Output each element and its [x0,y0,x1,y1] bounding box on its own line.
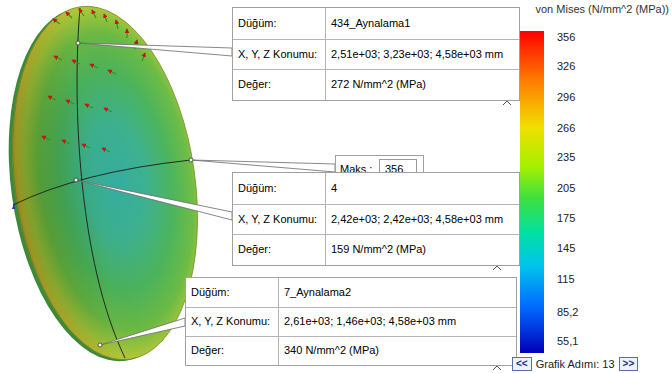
scale-value: 145 [557,241,575,255]
load-arrow [104,14,107,22]
load-arrow [85,104,93,108]
probe-points [74,41,193,347]
scale-value: 326 [557,59,575,73]
field-value: 272 N/mm^2 (MPa) [331,69,426,100]
load-arrow [66,12,72,18]
section-line [77,8,125,358]
field-value: 2,51e+03; 3,23e+03; 4,58e+03 mm [331,39,503,70]
field-name: X, Y, Z Konumu: [191,307,270,336]
load-arrow [104,108,112,112]
scale-value: 55,1 [557,334,578,348]
probe-callout: Düğüm: 7_Aynalama2 X, Y, Z Konumu: 2,61e+03… [185,277,517,366]
field-name: Düğüm: [191,278,230,307]
scale-value: 85,2 [557,305,578,319]
legend-title: von Mises (N/mm^2 (MPa)) [535,2,669,16]
step-button: >> [619,357,639,371]
collapse-caret [493,366,501,370]
step-label: Grafik Adımı: 13 [536,357,615,371]
load-arrow [92,10,96,18]
probe-point [98,343,102,347]
load-arrow [116,20,118,29]
load-arrow [126,29,127,38]
field-name: Değer: [238,234,271,265]
field-value: 340 N/mm^2 (MPa) [284,336,379,365]
load-arrow [66,100,74,104]
probe-point [189,158,193,162]
leader-line [191,160,335,172]
scale-value: 205 [557,181,575,195]
scale-value: 296 [557,90,575,104]
load-arrow [54,56,62,60]
scale-value: 115 [557,272,575,286]
load-arrow [42,136,50,140]
cell-divider [233,204,519,205]
field-value: 7_Aynalama2 [284,278,351,307]
scale-value: 235 [557,150,575,164]
field-value: 2,42e+03; 2,42e+03; 4,58e+03 mm [331,204,503,235]
cell-divider [186,336,516,337]
probe-callout: Düğüm: 4 X, Y, Z Konumu: 2,42e+03; 2,42e+03… [232,172,520,266]
load-arrow [108,70,116,74]
field-name: Değer: [238,69,271,100]
field-name: Düğüm: [238,173,277,204]
cell-divider [233,39,519,40]
load-arrows [42,9,145,152]
probe-point [76,41,80,45]
cell-divider [278,278,279,365]
probe-point [74,178,78,182]
field-name: X, Y, Z Konumu: [238,39,317,70]
cell-divider [325,173,326,265]
scale-value: 266 [557,121,575,135]
cell-divider [325,8,326,100]
probe-callout: Düğüm: 434_Aynalama1 X, Y, Z Konumu: 2,51e+… [232,7,520,101]
load-arrow [102,148,110,152]
load-arrow [72,60,80,64]
field-name: Düğüm: [238,8,277,39]
load-arrow [48,96,56,100]
field-name: Değer: [191,336,224,365]
load-arrow [82,144,90,148]
cell-divider [233,69,519,70]
cell-divider [186,307,516,308]
field-name: X, Y, Z Konumu: [238,204,317,235]
collapse-caret [503,101,511,105]
load-arrow [90,64,98,68]
field-value: 434_Aynalama1 [331,8,410,39]
cell-divider [233,234,519,235]
field-value: 4 [331,173,337,204]
field-value: 2,61e+03; 1,46e+03; 4,58e+03 mm [284,307,456,336]
scale-value: 175 [557,211,575,225]
leader-line [76,180,232,220]
load-arrow [142,53,145,61]
leader-line [78,43,232,56]
load-arrow [79,9,84,16]
field-value: 159 N/mm^2 (MPa) [331,234,426,265]
scale-value: 356 [557,30,575,44]
load-arrow [53,19,60,24]
step-button: << [512,357,532,371]
leader-line [100,318,185,345]
color-bar [520,31,544,353]
collapse-caret [493,266,501,270]
load-arrow [62,140,70,144]
